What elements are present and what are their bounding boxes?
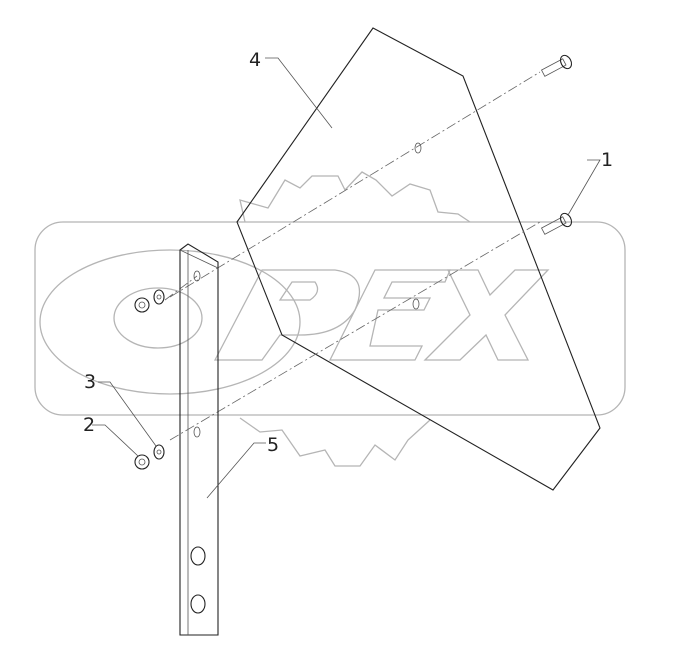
callout-1: 1: [601, 149, 613, 171]
nut-icon: [134, 454, 150, 470]
hole: [412, 298, 420, 310]
washer-icon: [153, 444, 165, 460]
callout-2: 2: [83, 414, 95, 436]
bolt-icon: [540, 54, 573, 77]
shield-plate: [236, 27, 601, 491]
callout-4: 4: [249, 49, 261, 71]
bolt-icon: [540, 212, 573, 235]
callout-5: 5: [267, 434, 279, 456]
callout-3: 3: [84, 371, 96, 393]
nut-icon: [134, 297, 150, 313]
hole: [414, 142, 422, 154]
washer-icon: [153, 289, 165, 305]
opex-watermark-logo: [34, 171, 626, 467]
bracket-bar: [179, 243, 219, 636]
